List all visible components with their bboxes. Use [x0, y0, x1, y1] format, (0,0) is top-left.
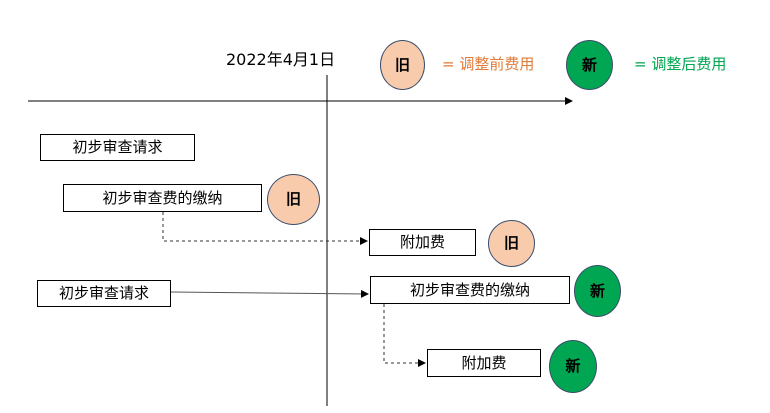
before-payment-old-fee-badge: 旧	[267, 174, 320, 225]
before-request-box: 初步审查请求	[40, 134, 195, 161]
connector-after-payment-to-surcharge	[383, 304, 426, 367]
legend-old-fee-badge: 旧	[380, 40, 425, 90]
after-payment-box: 初步审查费的缴纳	[370, 276, 570, 304]
after-surcharge-box: 附加费	[427, 349, 541, 377]
after-request-box: 初步审查请求	[37, 280, 171, 307]
before-surcharge-old-fee-badge: 旧	[488, 220, 535, 267]
date-label: 2022年4月1日	[226, 50, 336, 69]
legend-new-fee-text: = 调整后费用	[634, 55, 727, 73]
after-payment-new-fee-badge: 新	[574, 265, 621, 317]
before-surcharge-box: 附加费	[369, 229, 476, 256]
connector-after-request-to-payment	[170, 289, 369, 298]
legend-new-fee-badge: 新	[566, 40, 613, 90]
legend-old-fee-text: = 调整前费用	[442, 55, 535, 73]
after-surcharge-new-fee-badge: 新	[549, 340, 597, 393]
before-payment-box: 初步审查费的缴纳	[63, 184, 262, 212]
connector-before-payment-to-surcharge	[162, 212, 368, 245]
